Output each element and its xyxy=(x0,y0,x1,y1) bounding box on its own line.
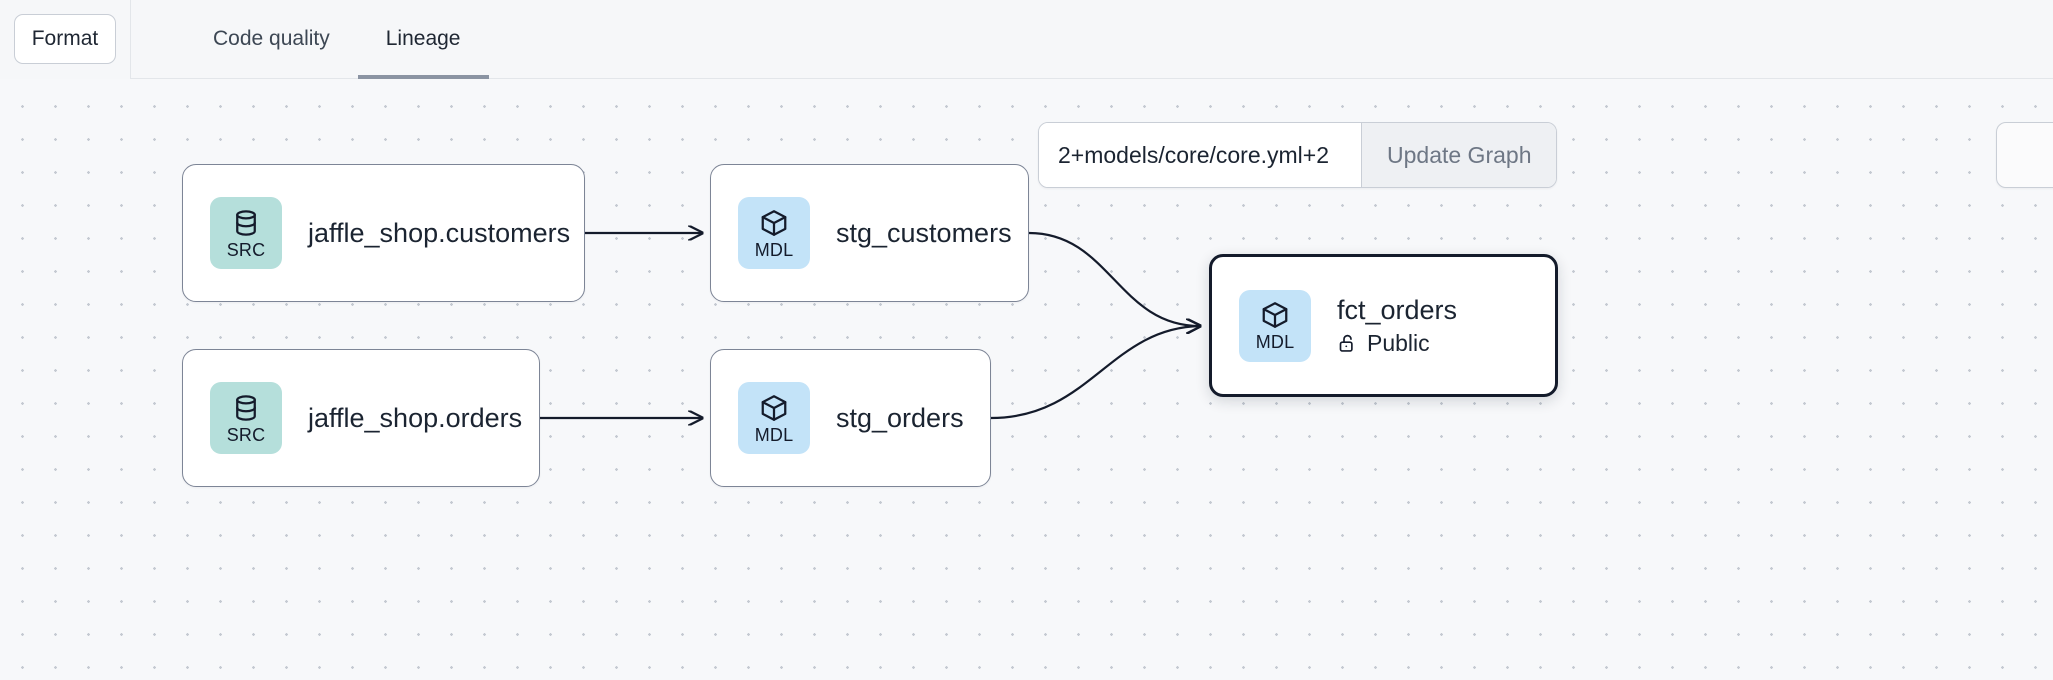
badge-label: MDL xyxy=(754,239,794,260)
node-access-label: Public xyxy=(1337,330,1457,357)
node-text-block: stg_orders xyxy=(836,403,964,434)
node-title: stg_orders xyxy=(836,402,964,433)
badge-label: MDL xyxy=(754,424,794,445)
model-type-badge: MDL xyxy=(738,382,810,454)
tab-code-quality[interactable]: Code quality xyxy=(213,27,330,50)
tab-bar: Code quality Lineage xyxy=(185,0,489,79)
lineage-node-fct-orders[interactable]: MDL fct_orders Public xyxy=(1209,254,1558,397)
database-icon xyxy=(236,394,256,421)
cube-icon xyxy=(761,209,787,236)
cube-icon xyxy=(1262,302,1288,328)
graph-selector-toolbar: Update Graph xyxy=(1038,122,1558,188)
database-icon xyxy=(236,209,256,236)
format-button[interactable]: Format xyxy=(13,14,117,64)
badge-label: SRC xyxy=(226,239,266,260)
node-title: jaffle_shop.customers xyxy=(308,217,571,248)
source-type-badge: SRC xyxy=(210,197,282,269)
badge-label: MDL xyxy=(1255,332,1295,352)
node-title: stg_customers xyxy=(836,217,1012,248)
tab-lineage[interactable]: Lineage xyxy=(357,0,489,79)
node-text-block: jaffle_shop.orders xyxy=(308,403,522,434)
node-text-block: stg_customers xyxy=(836,218,1012,249)
model-type-badge: MDL xyxy=(738,197,810,269)
source-type-badge: SRC xyxy=(210,382,282,454)
node-text-block: fct_orders Public xyxy=(1337,295,1457,357)
editor-toolbar-header: Format Code quality Lineage xyxy=(0,0,2053,79)
graph-controls-partial[interactable] xyxy=(1996,122,2053,188)
lineage-graph-canvas[interactable]: SRC jaffle_shop.customers MDL stg_custom… xyxy=(0,79,2053,680)
format-button-container: Format xyxy=(0,0,131,79)
selector-input-group: Update Graph xyxy=(1038,122,1558,188)
node-title: fct_orders xyxy=(1337,294,1458,325)
lineage-node-stg-orders[interactable]: MDL stg_orders xyxy=(710,349,991,487)
edge-stg-orders-to-fct-orders xyxy=(990,326,1200,420)
edge-stg-customers-to-fct-orders xyxy=(1028,231,1200,326)
model-type-badge: MDL xyxy=(1239,289,1311,362)
lineage-node-jaffle-shop-customers[interactable]: SRC jaffle_shop.customers xyxy=(182,164,585,302)
node-text-block: jaffle_shop.customers xyxy=(308,218,570,249)
badge-label: SRC xyxy=(226,424,266,445)
node-access-text: Public xyxy=(1367,329,1430,356)
lineage-node-stg-customers[interactable]: MDL stg_customers xyxy=(710,164,1029,302)
unlock-icon xyxy=(1339,334,1353,352)
lineage-edges xyxy=(540,79,2053,680)
update-graph-button[interactable]: Update Graph xyxy=(1361,123,1557,187)
dbt-selector-input[interactable] xyxy=(1039,123,1361,187)
cube-icon xyxy=(761,394,787,421)
lineage-node-jaffle-shop-orders[interactable]: SRC jaffle_shop.orders xyxy=(182,349,540,487)
node-title: jaffle_shop.orders xyxy=(308,402,523,433)
